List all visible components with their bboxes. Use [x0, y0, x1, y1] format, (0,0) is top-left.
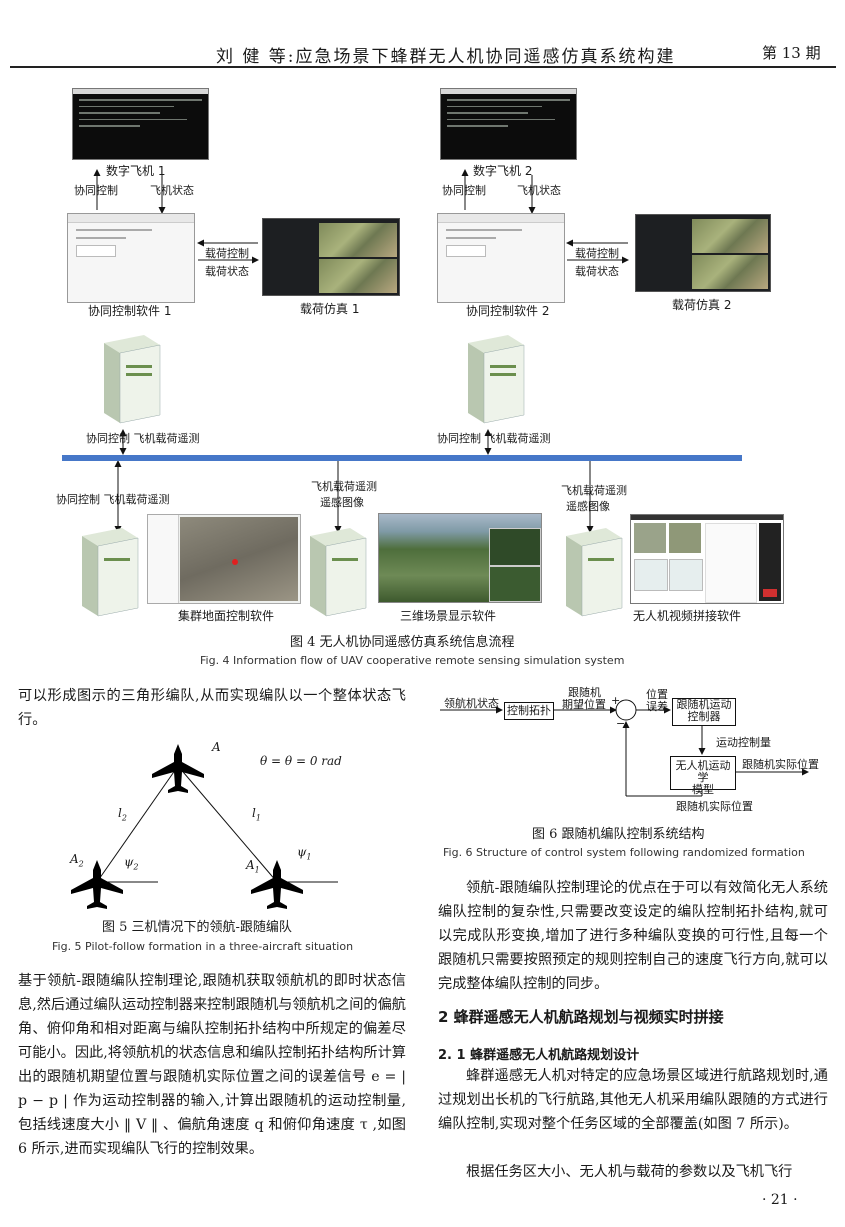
payload-state-label-2: 载荷状态: [575, 265, 619, 278]
scene-3d-screenshot: [378, 513, 542, 603]
coop-sw-2-label: 协同控制软件 2: [466, 304, 550, 318]
fig4-caption-cn: 图 4 无人机协同遥感仿真系统信息流程: [290, 635, 515, 650]
fig5-caption-cn: 图 5 三机情况下的领航-跟随编队: [102, 920, 292, 935]
leader-A-label: A: [212, 740, 221, 754]
control-topology-box: 控制拓扑: [504, 702, 554, 720]
fig5-caption-en: Fig. 5 Pilot-follow formation in a three…: [52, 940, 354, 953]
payload-sim-2-window: [635, 214, 771, 292]
coop-ctrl-label-1: 协同控制: [74, 184, 118, 197]
left-para-2: 基于领航-跟随编队控制理论,跟随机获取领航机的即时状态信息,然后通过编队运动控制…: [18, 973, 406, 1157]
server-icon-2: [468, 335, 525, 424]
follower-expected-a: 跟随机: [568, 686, 601, 699]
uav-state-label-2: 飞机状态: [517, 184, 561, 197]
actual-pos-right: 跟随机实际位置: [742, 758, 819, 771]
l1-label: l1: [252, 806, 261, 823]
right-para-2: 蜂群遥感无人机对特定的应急场景区域进行航路规划时,通过规划出长机的飞行航路,其他…: [438, 1068, 828, 1132]
coop-sw-1-label: 协同控制软件 1: [88, 304, 172, 318]
left-para-1: 可以形成图示的三角形编队,从而实现编队以一个整体状态飞行。: [18, 688, 406, 728]
payload-ctrl-label-2: 载荷控制: [575, 247, 619, 260]
digital-uav-1-label: 数字飞机 1: [106, 164, 166, 178]
payload-sim-1-window: [262, 218, 400, 296]
payload-state-label-1: 载荷状态: [205, 265, 249, 278]
video-mosaic-screenshot: [630, 514, 784, 604]
server-icon-3: [82, 528, 139, 617]
issue-number: 第 13 期: [762, 44, 821, 62]
running-title: 刘 健 等:应急场景下蜂群无人机协同遥感仿真系统构建: [216, 47, 676, 67]
right-para-1: 领航-跟随编队控制理论的优点在于可以有效简化无人系统编队控制的复杂性,只需要改变…: [438, 880, 828, 992]
ground-sw-label: 集群地面控制软件: [178, 609, 275, 623]
header-rule: [10, 66, 836, 68]
uav-state-label-1: 飞机状态: [150, 184, 194, 197]
l2-label: l2: [118, 806, 127, 823]
actual-pos-bottom: 跟随机实际位置: [676, 800, 753, 813]
figure-6: 领航机状态 控制拓扑 跟随机 期望位置 + − 位置 误差 跟随机运动控制器 运…: [430, 684, 830, 814]
digital-uav-2-label: 数字飞机 2: [473, 164, 533, 178]
bottom-telemetry-2b: 遥感图像: [320, 496, 364, 509]
scene-sw-label: 三维场景显示软件: [400, 609, 497, 623]
fig4-connectors: [93, 169, 629, 533]
A2-label: A2: [70, 852, 84, 869]
bottom-telemetry-1: 协同控制 飞机载荷遥测: [56, 493, 170, 506]
right-para-3: 根据任务区大小、无人机与载荷的参数以及飞机飞行: [466, 1164, 793, 1180]
section-2-heading: 2 蜂群遥感无人机航路规划与视频实时拼接: [438, 1008, 724, 1026]
plane-follower-1-icon: [251, 860, 303, 909]
angles-note: θ = θ = 0 rad: [260, 754, 342, 768]
coop-control-window-2: [437, 213, 565, 303]
fig4-caption-en: Fig. 4 Information flow of UAV cooperati…: [200, 654, 625, 667]
figure-5: A θ = θ = 0 rad l2 l1 A2 ψ2 A1 ψ1: [0, 740, 420, 910]
fig5-lines: [71, 744, 338, 909]
plane-leader-icon: [152, 744, 204, 793]
fig6-caption-cn: 图 6 跟随机编队控制系统结构: [532, 827, 705, 842]
sum-plus: +: [611, 694, 621, 707]
ground-control-screenshot: [147, 514, 301, 604]
payload-sim-2-label: 载荷仿真 2: [672, 298, 732, 312]
bottom-telemetry-3b: 遥感图像: [566, 500, 610, 513]
follower-controller-box: 跟随机运动控制器: [672, 698, 736, 726]
telemetry-right-label: 协同控制 飞机载荷遥测: [437, 432, 551, 445]
psi1-label: ψ1: [297, 845, 312, 862]
follower-expected-b: 期望位置: [562, 698, 606, 711]
server-icon-1: [104, 335, 161, 424]
pos-error-a: 位置: [646, 688, 668, 701]
payload-ctrl-label-1: 载荷控制: [205, 247, 249, 260]
bottom-telemetry-2a: 飞机载荷遥测: [311, 480, 377, 493]
running-header: 刘 健 等:应急场景下蜂群无人机协同遥感仿真系统构建 第 13 期: [0, 0, 845, 68]
coop-ctrl-label-2: 协同控制: [442, 184, 486, 197]
digital-uav-2-terminal: [440, 88, 577, 160]
page-number: · 21 ·: [762, 1192, 798, 1208]
figure-4: 数字飞机 1 数字飞机 2 协同控制 飞机状态 协同控制 飞机状态 载荷控制 载…: [0, 70, 845, 670]
telemetry-left-label: 协同控制 飞机载荷遥测: [86, 432, 200, 445]
kinematic-model-box: 无人机运动学模型: [670, 756, 736, 796]
server-icon-4: [310, 528, 367, 617]
payload-sim-1-label: 载荷仿真 1: [300, 302, 360, 316]
psi2-label: ψ2: [124, 855, 139, 872]
sum-minus: −: [616, 717, 626, 730]
plane-follower-2-icon: [71, 860, 123, 909]
fig6-caption-en: Fig. 6 Structure of control system follo…: [443, 846, 805, 859]
bottom-telemetry-3a: 飞机载荷遥测: [561, 484, 627, 497]
network-bus: [62, 455, 742, 461]
A1-label: A1: [246, 858, 260, 875]
section-2-1-heading: 2. 1 蜂群遥感无人机航路规划设计: [438, 1048, 640, 1063]
digital-uav-1-terminal: [72, 88, 209, 160]
fig6-connectors: [440, 699, 809, 797]
leader-state-label: 领航机状态: [444, 697, 499, 710]
server-icon-5: [566, 528, 623, 617]
coop-control-window-1: [67, 213, 195, 303]
pos-error-b: 误差: [646, 700, 668, 713]
motion-qty-label: 运动控制量: [716, 736, 771, 749]
mosaic-sw-label: 无人机视频拼接软件: [633, 609, 742, 623]
